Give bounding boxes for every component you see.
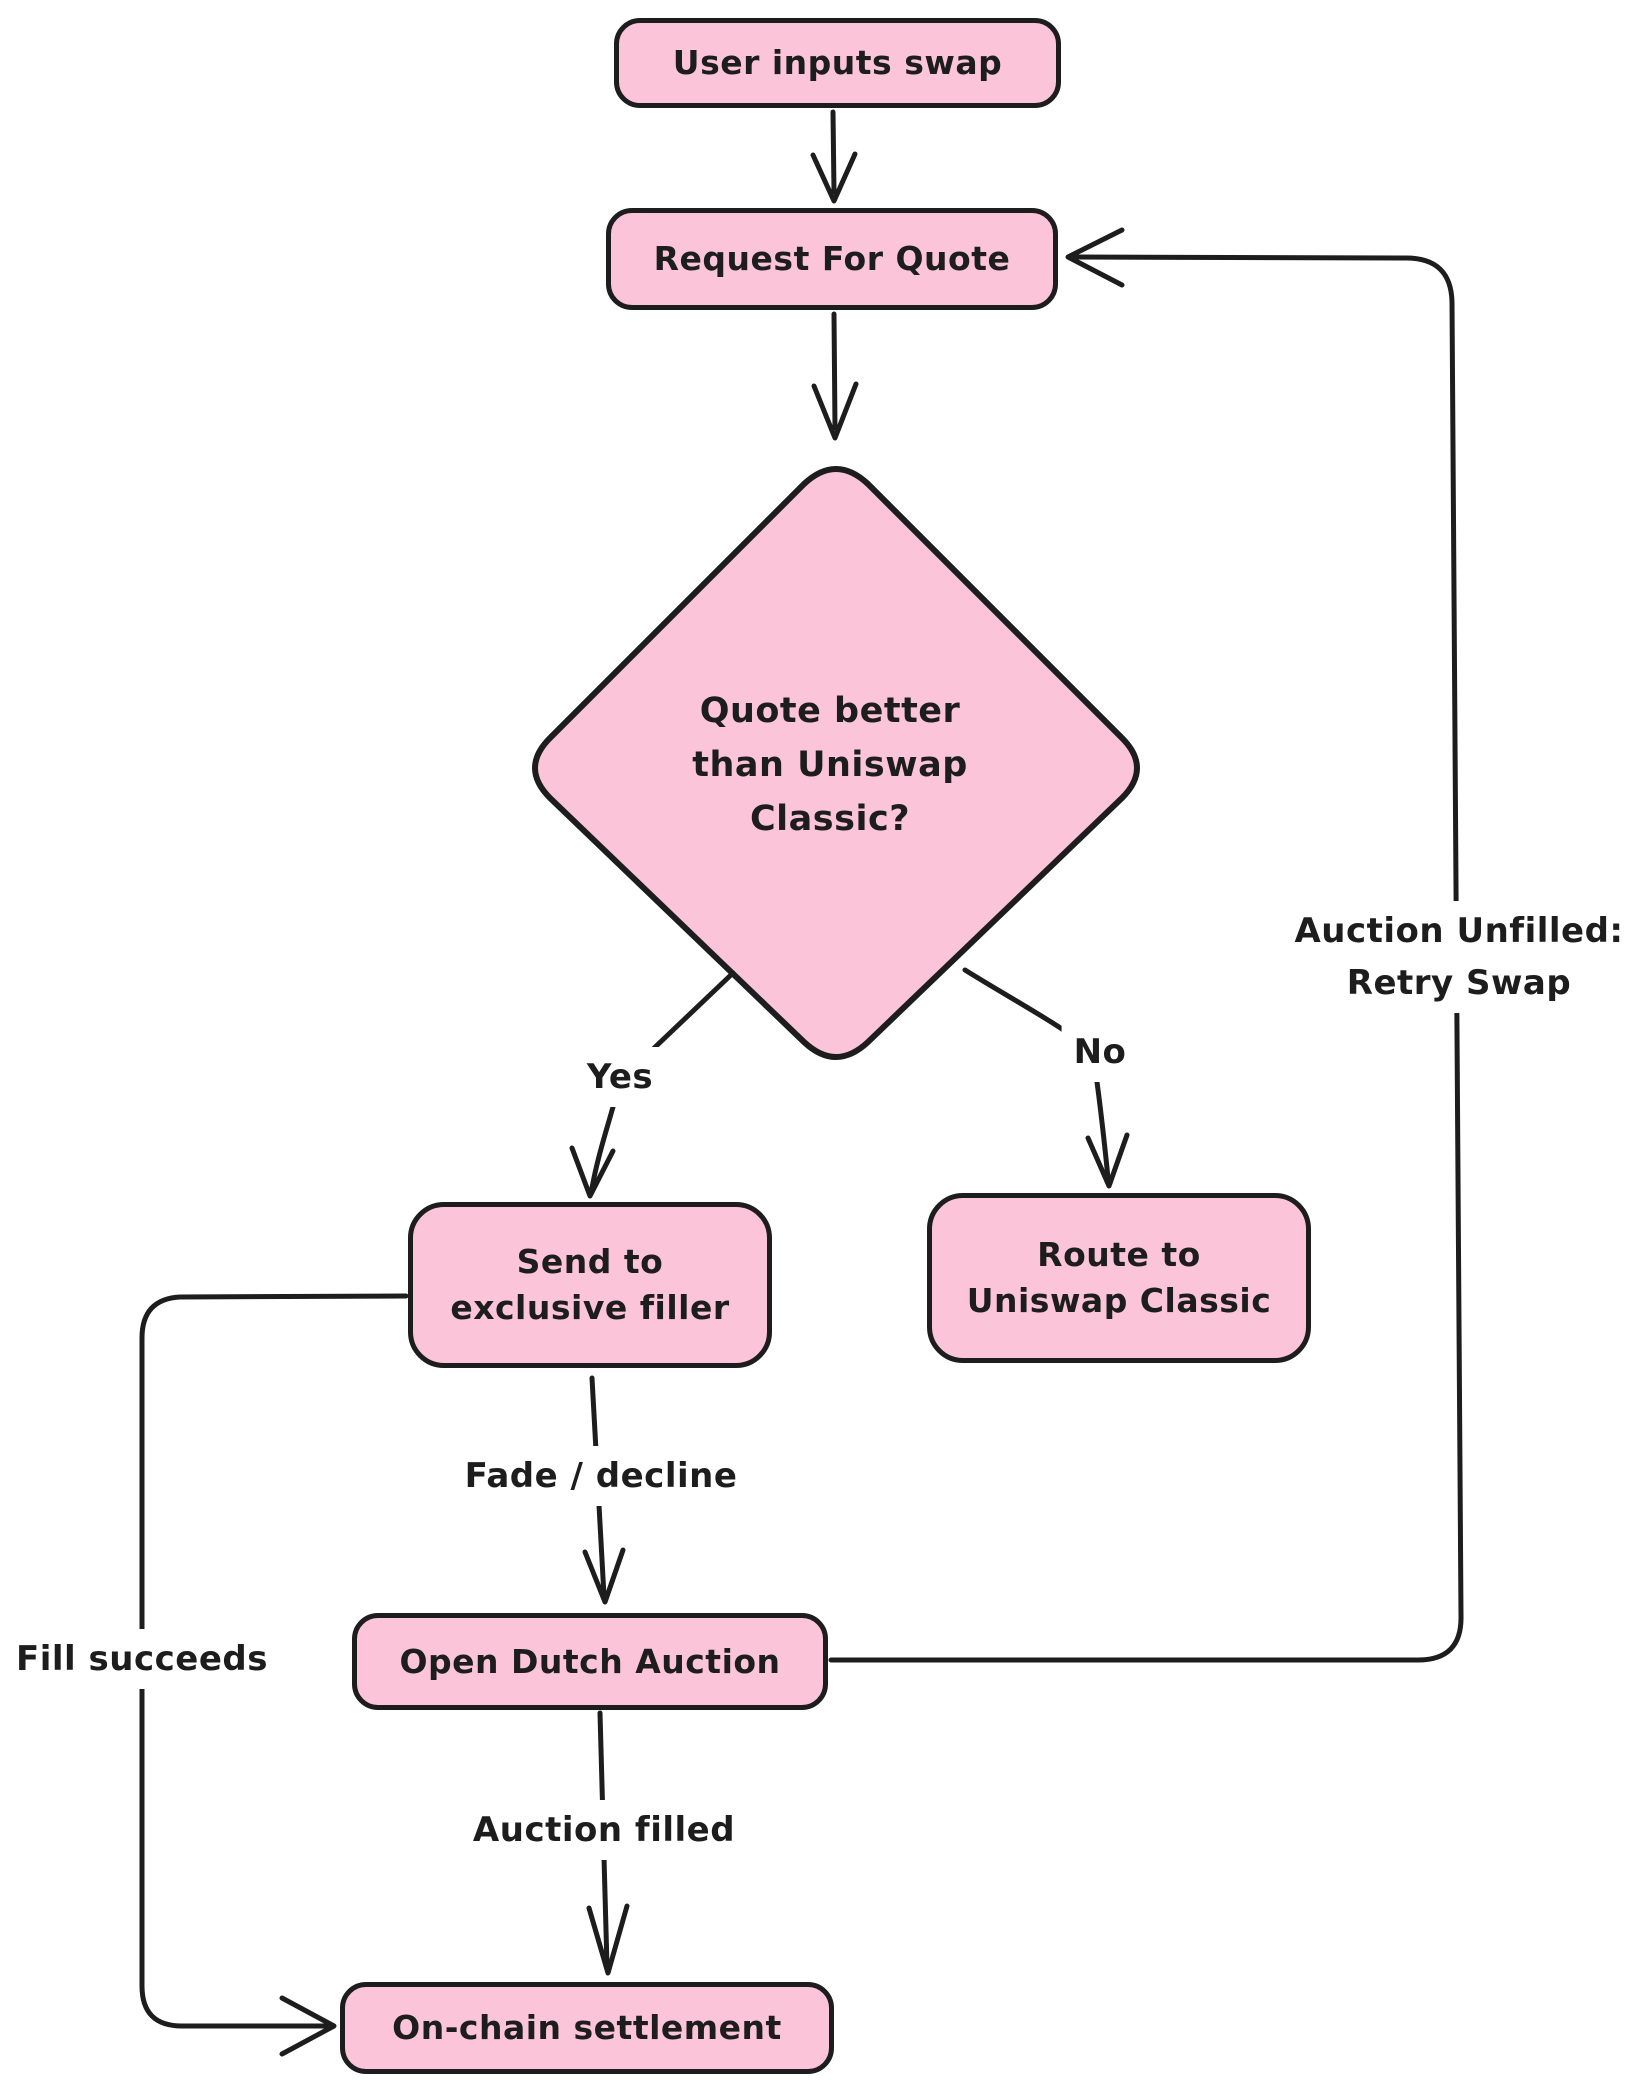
- arrow-user-to-rfq-shaft: [830, 109, 837, 195]
- node-user-inputs-swap: User inputs swap: [614, 18, 1061, 108]
- node-send-to-exclusive-filler: Send to exclusive filler: [408, 1202, 772, 1368]
- edge-fill-succeeds-head: [279, 1995, 337, 2057]
- node-request-for-quote-label: Request For Quote: [653, 239, 1011, 278]
- edge-label-no: No: [1061, 1022, 1139, 1082]
- node-route-to-uniswap-classic: Route to Uniswap Classic: [927, 1193, 1311, 1363]
- decision-line-1: Quote better: [699, 691, 961, 731]
- arrow-rfq-to-decision-head: [811, 381, 859, 441]
- edge-label-fade-decline: Fade / decline: [452, 1446, 750, 1506]
- arrow-yes-head: [569, 1145, 616, 1199]
- arrow-filled-head: [586, 1903, 630, 1976]
- edge-label-auction-filled: Auction filled: [460, 1800, 748, 1860]
- decision-line-2: than Uniswap: [692, 745, 968, 785]
- edge-label-yes: Yes: [574, 1047, 666, 1107]
- edge-label-auction-unfilled: Auction Unfilled: Retry Swap: [1282, 901, 1636, 1013]
- arrow-no-shaft: [1094, 1079, 1111, 1181]
- decision-diamond-shape: [532, 466, 1140, 1060]
- node-user-inputs-swap-label: User inputs swap: [672, 43, 1003, 82]
- node-send-to-exclusive-filler-label: Send to exclusive filler: [450, 1239, 729, 1331]
- node-on-chain-settlement-label: On-chain settlement: [392, 2008, 782, 2047]
- node-request-for-quote: Request For Quote: [606, 208, 1058, 310]
- arrow-no-head: [1085, 1132, 1130, 1189]
- route-classic-line-2: Uniswap Classic: [966, 1281, 1272, 1320]
- decision-line-3: Classic?: [749, 799, 910, 839]
- arrow-yes-shaft: [589, 1104, 616, 1191]
- node-open-dutch-auction: Open Dutch Auction: [352, 1613, 828, 1710]
- arrow-yes-branch: [648, 970, 736, 1054]
- edge-label-fill-succeeds: Fill succeeds: [4, 1629, 280, 1689]
- send-filler-line-2: exclusive filler: [450, 1288, 730, 1327]
- arrow-user-to-rfq-head: [810, 151, 858, 204]
- route-classic-line-1: Route to: [1037, 1235, 1201, 1274]
- send-filler-line-1: Send to: [516, 1242, 664, 1281]
- node-open-dutch-auction-label: Open Dutch Auction: [399, 1641, 781, 1681]
- node-route-to-uniswap-classic-label: Route to Uniswap Classic: [967, 1232, 1272, 1324]
- node-decision-label: Quote better than Uniswap Classic?: [630, 684, 1030, 846]
- edge-retry-swap-head: [1065, 227, 1125, 288]
- edge-label-auction-unfilled-line-1: Auction Unfilled:: [1294, 911, 1624, 951]
- edge-label-auction-unfilled-line-2: Retry Swap: [1346, 963, 1572, 1003]
- node-on-chain-settlement: On-chain settlement: [340, 1982, 834, 2074]
- arrow-rfq-to-decision-shaft: [831, 311, 838, 431]
- arrow-fade-head: [582, 1547, 626, 1605]
